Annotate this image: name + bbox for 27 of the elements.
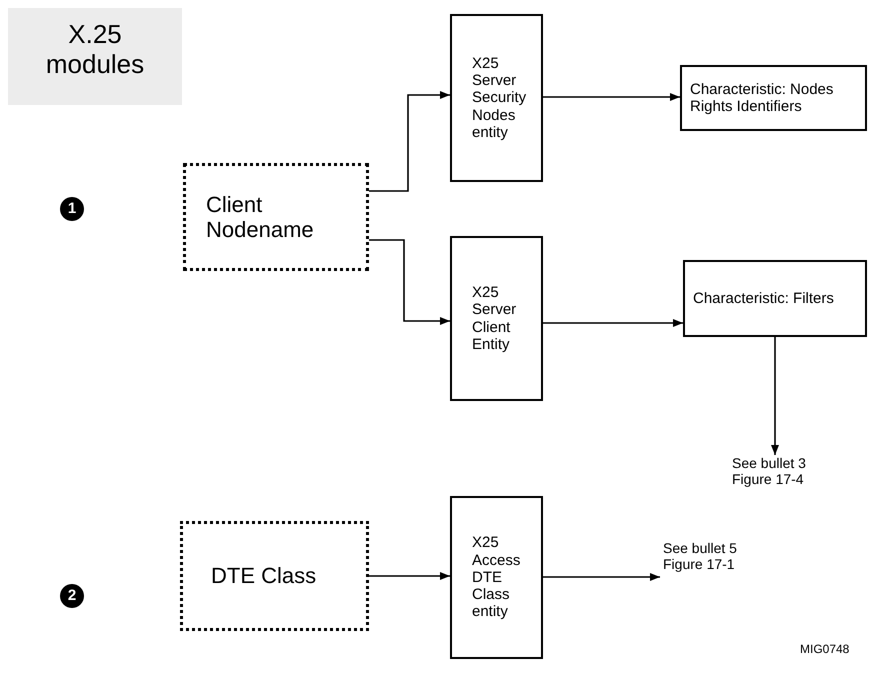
process-box	[450, 496, 543, 659]
process-box	[680, 65, 867, 131]
node-label: Characteristic: Filters	[693, 290, 834, 308]
figure-id: MIG0748	[800, 642, 850, 656]
arrow	[543, 319, 683, 327]
process-box	[450, 14, 543, 182]
process-box	[683, 260, 867, 337]
arrow	[369, 91, 450, 192]
callout-number: 1	[60, 197, 84, 221]
title: X.25 modules	[44, 20, 146, 80]
note-text: See bullet 3 Figure 17-4	[728, 455, 838, 495]
dotted-box	[180, 521, 369, 631]
dotted-box	[183, 163, 369, 271]
node-label: X25 Server Client Entity	[472, 284, 518, 353]
process-box	[450, 236, 543, 401]
arrow	[369, 572, 450, 580]
node-label: X25 Server Security Nodes entity	[472, 54, 528, 142]
callout-number: 2	[60, 584, 84, 608]
node-label: X25 Access DTE Class entity	[472, 534, 522, 621]
arrow	[771, 337, 779, 455]
arrow	[369, 239, 450, 325]
note-text: See bullet 5 Figure 17-1	[660, 540, 770, 580]
arrow	[543, 93, 680, 101]
node-label: Characteristic: Nodes Rights Identifiers	[690, 80, 834, 116]
node-label: Client Nodename	[206, 192, 315, 242]
node-label: DTE Class	[211, 563, 316, 589]
arrow	[543, 573, 660, 581]
